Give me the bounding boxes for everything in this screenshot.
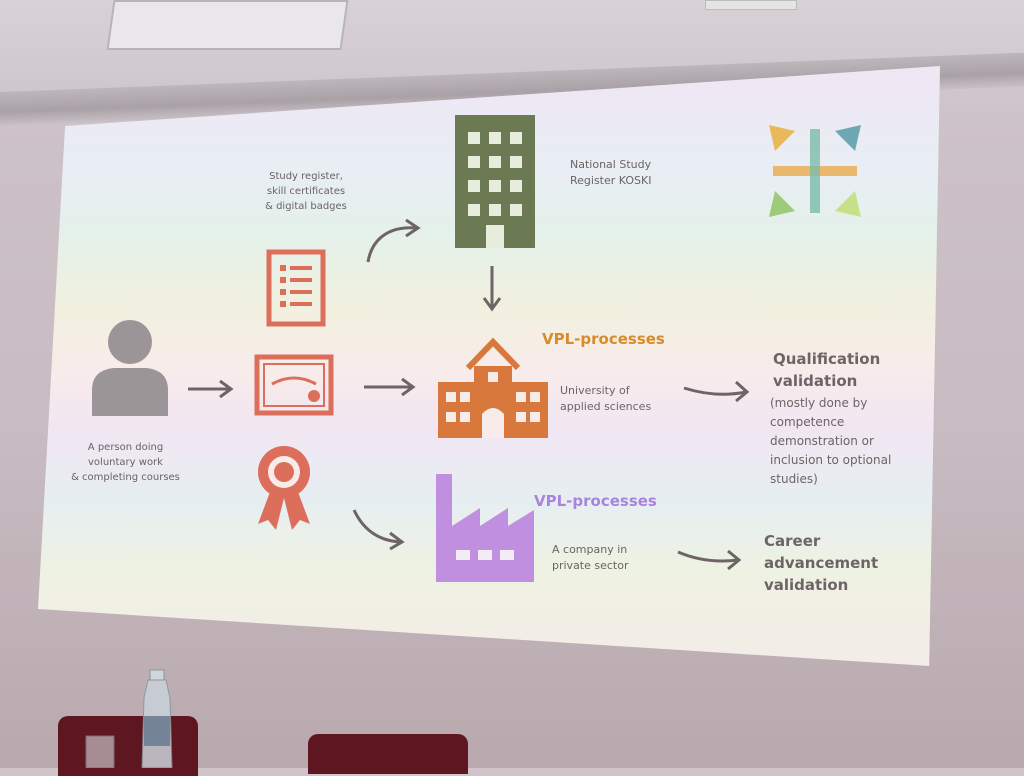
factory-icon [436,474,534,582]
vpl-processes-bottom: VPL-processes [534,492,657,510]
ceiling-light-small [705,0,797,10]
arrow-to-building [366,218,421,263]
qualification-title: Qualification validation [773,350,881,390]
career-title: Career advancement validation [764,532,879,594]
projector-screen: Study register, skill certificates & dig… [38,66,940,666]
award-ribbon-icon [258,446,310,530]
chair-left [58,716,198,776]
national-register-label: National Study Register KOSKI [570,158,652,187]
arrows-logo-icon [769,125,861,217]
university-icon [438,337,548,438]
university-label: University of applied sciences [560,384,652,413]
qualification-note: (mostly done by competence demonstration… [770,396,892,486]
arrow-person-to-certificates [188,379,234,399]
chair-right [308,734,468,774]
glass-icon [85,735,115,768]
document-list-icon [266,249,326,327]
study-register-label: Study register, skill certificates & dig… [265,171,347,212]
arrow-to-career [677,549,742,571]
arrow-down-to-university [482,266,502,312]
company-label: A company in private sector [552,543,629,572]
person-icon [92,320,168,416]
vpl-processes-top: VPL-processes [542,330,665,348]
arrow-to-qualification [683,380,750,403]
arrow-to-company [352,509,405,550]
person-label: A person doing voluntary work & completi… [71,442,180,483]
diploma-icon [254,354,334,416]
ceiling-light [106,0,349,50]
office-building-icon [455,115,535,248]
water-bottle-icon [141,669,173,768]
arrow-certificates-to-university [364,377,416,397]
